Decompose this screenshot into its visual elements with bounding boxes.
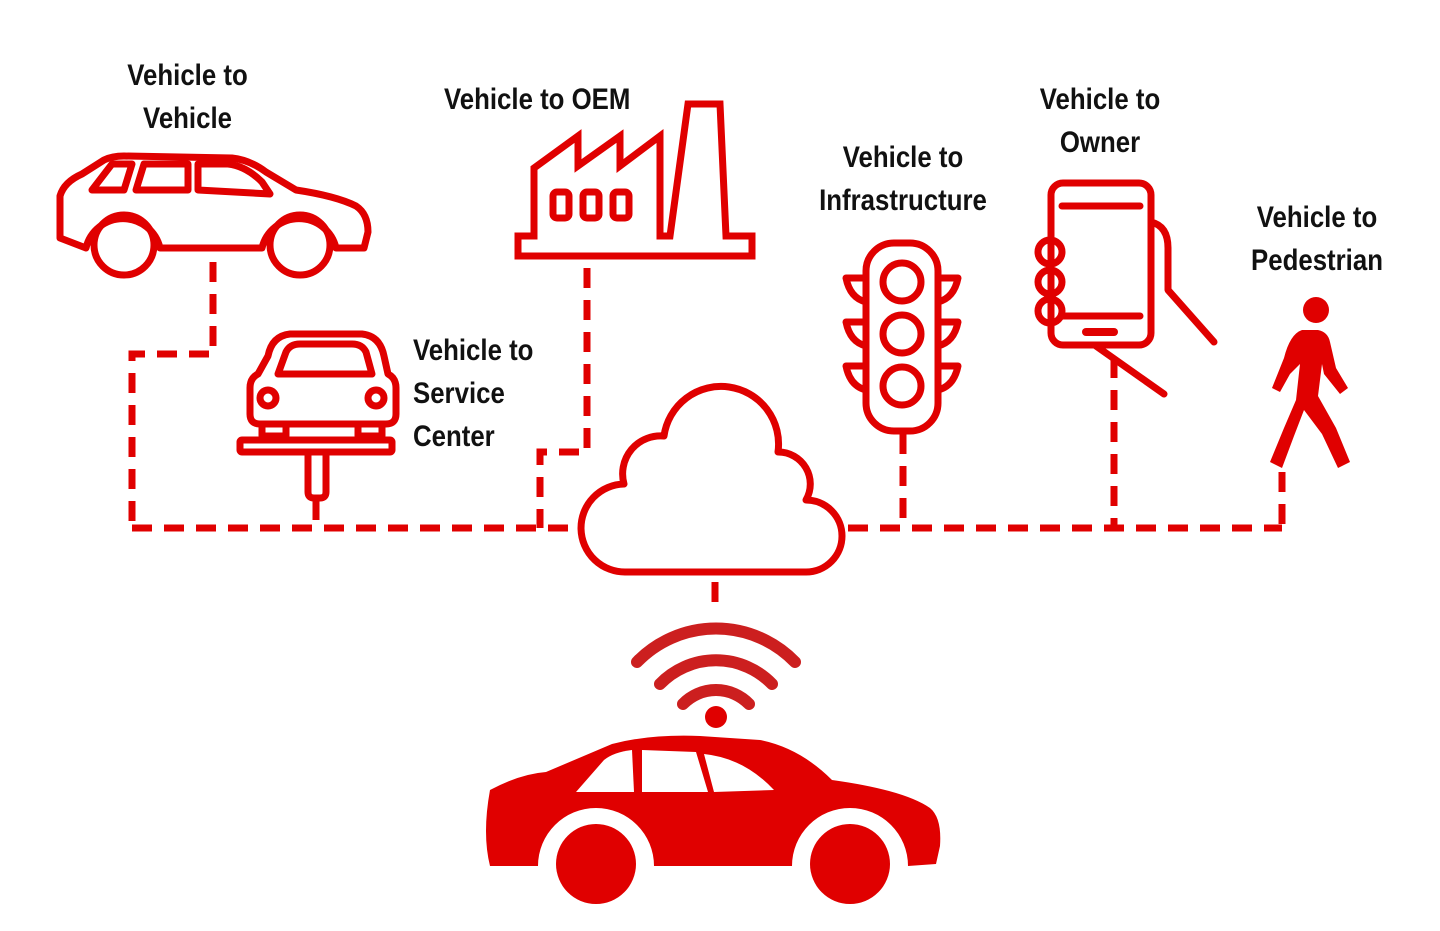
connector-oem [536,268,591,528]
label-v2ped-line2: Pedestrian [1251,244,1383,277]
label-v2infra-line1: Vehicle to [842,141,964,174]
car-lift-icon [236,330,400,502]
label-v2infra-line2: Infrastructure [819,184,987,217]
dashed-connectors [128,262,1286,606]
label-vehicle-to-service-center: Vehicle to Service Center [413,329,559,458]
smartphone-icon [1034,179,1218,398]
label-vehicle-to-infrastructure: Vehicle to Infrastructure [804,136,1002,222]
label-vehicle-to-vehicle: Vehicle to Vehicle [121,54,254,140]
traffic-light-icon [842,239,962,435]
label-vehicle-to-owner: Vehicle to Owner [1031,78,1169,164]
label-v2owner-line1: Vehicle to [1039,83,1161,116]
label-vehicle-to-pedestrian: Vehicle to Pedestrian [1244,196,1390,282]
label-v2v-line1: Vehicle to [127,59,248,92]
label-v2ped-line1: Vehicle to [1256,201,1378,234]
label-v2oem-line1: Vehicle to OEM [444,83,631,116]
label-vehicle-to-oem: Vehicle to OEM [444,78,668,121]
label-v2owner-line2: Owner [1059,126,1141,159]
label-v2service-line1: Vehicle to [413,334,534,367]
label-v2service-line3: Center [413,420,495,453]
label-v2v-line2: Vehicle [143,102,232,135]
factory-icon [514,100,756,260]
connector-suv [128,262,217,528]
suv-icon [56,152,372,279]
connected-car-icon [486,735,941,916]
cloud-icon [577,382,846,576]
pedestrian-icon [1270,297,1350,468]
wifi-icon [631,622,801,728]
label-v2service-line2: Service [413,377,505,410]
